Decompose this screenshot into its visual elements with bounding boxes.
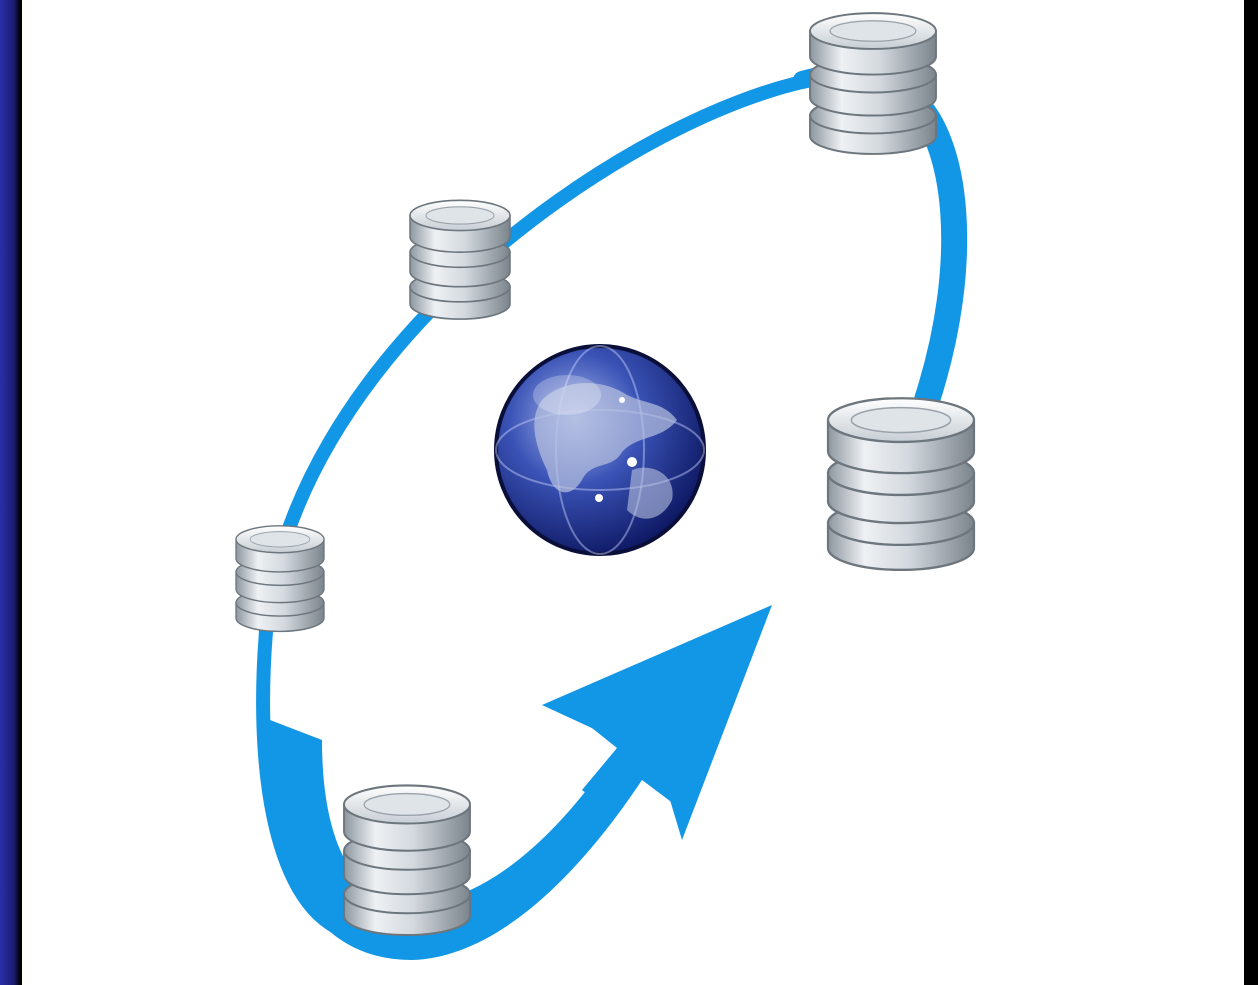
database-icon xyxy=(342,784,472,937)
orbit-path xyxy=(256,71,829,937)
globe-icon xyxy=(494,344,706,556)
database-icon xyxy=(235,525,325,633)
database-icon xyxy=(826,397,976,572)
database-icon xyxy=(409,199,511,320)
network-diagram xyxy=(235,12,976,960)
illustration-canvas xyxy=(22,0,1244,985)
database-icon xyxy=(809,12,937,155)
